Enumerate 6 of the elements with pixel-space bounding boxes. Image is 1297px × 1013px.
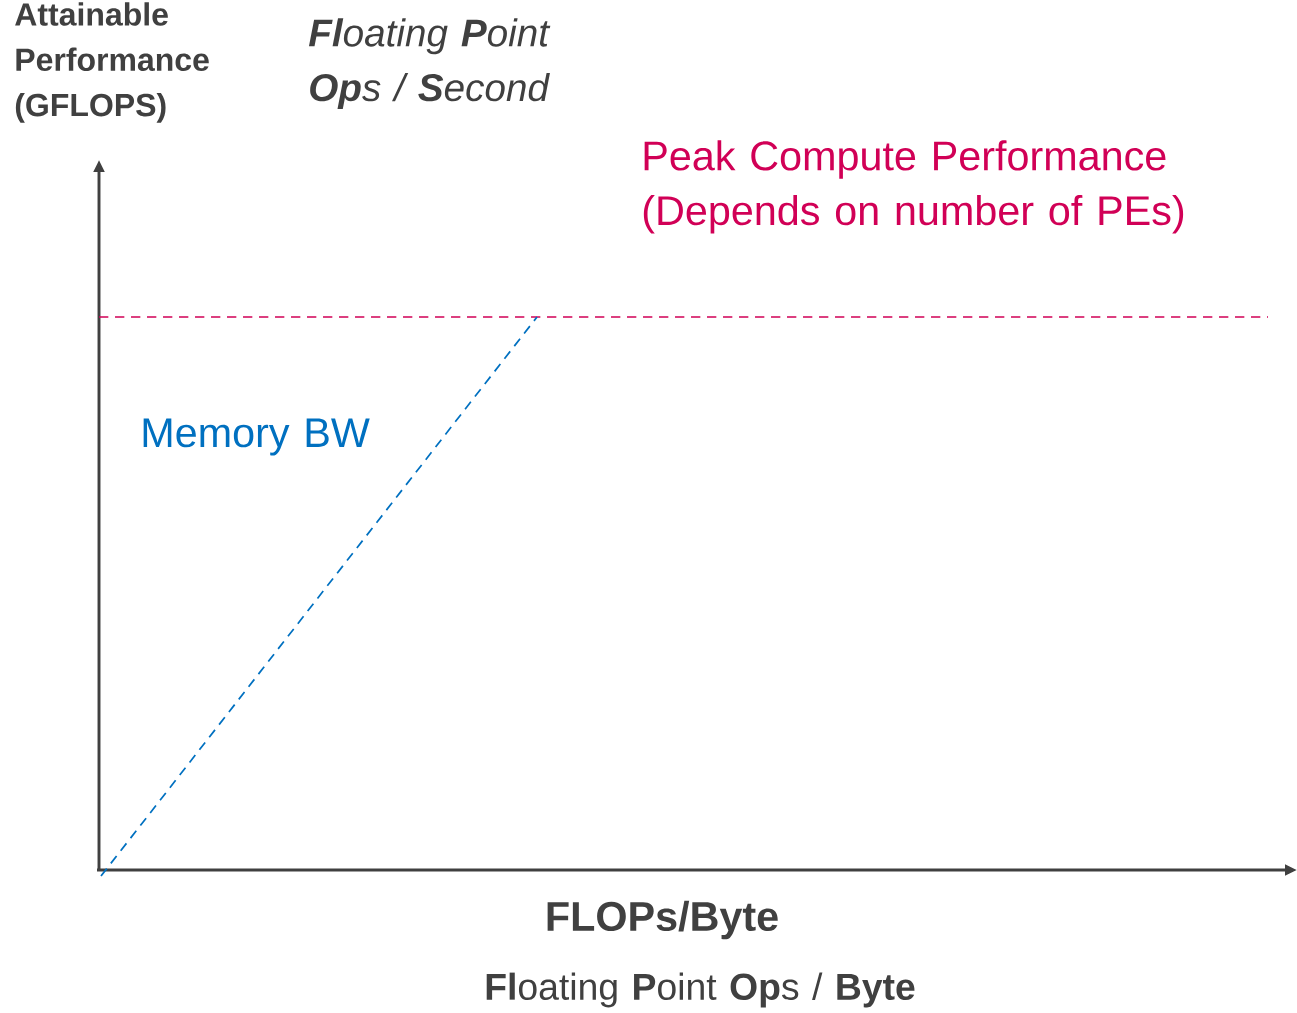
- line-label: Memory BW: [143, 418, 370, 456]
- unit-note: Floating Point Ops / Second: [308, 18, 551, 109]
- axis-title: Attainable Performance (GFLOPS): [15, 2, 209, 123]
- axis-title: FLOPs/Byte: [547, 900, 778, 940]
- annotation-text: Peak Compute Performance (Depends on number of PEs): [643, 140, 1184, 234]
- unit-note: Floating Point Ops / Byte: [486, 972, 915, 1008]
